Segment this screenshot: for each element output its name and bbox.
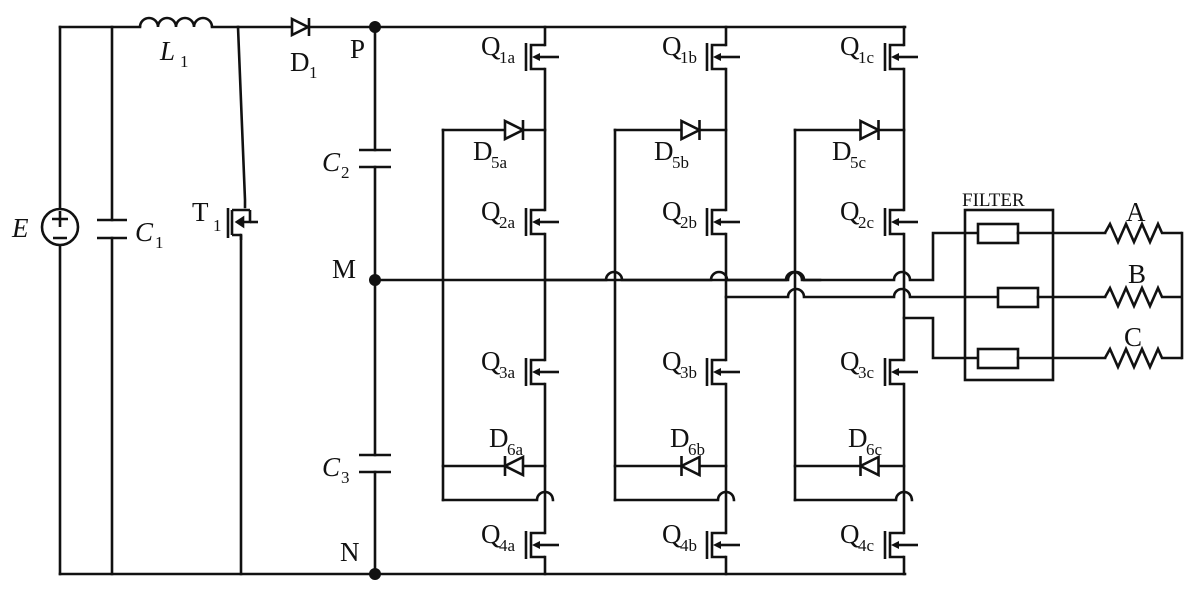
- node-p-dot: [369, 21, 381, 33]
- diode-d6a: [502, 454, 525, 478]
- q2b-subscript: 2b: [680, 213, 697, 232]
- capacitor-c3: C 3: [322, 452, 391, 487]
- q4a-subscript: 4a: [499, 536, 516, 555]
- diode-d5a: [503, 118, 526, 142]
- load-resistor-c: C: [1103, 322, 1182, 371]
- q2a-label: Q: [481, 196, 501, 226]
- d5a-label: D: [473, 136, 493, 166]
- d6b-label: D: [670, 423, 690, 453]
- q2c-label: Q: [840, 196, 860, 226]
- d6a-subscript: 6a: [507, 440, 524, 459]
- d6c-subscript: 6c: [866, 440, 883, 459]
- diode-d6b: [678, 454, 701, 478]
- t1-label: T: [192, 197, 209, 227]
- diode-d1: D 1: [290, 16, 377, 82]
- q1a-subscript: 1a: [499, 48, 516, 67]
- c1-subscript: 1: [155, 233, 164, 252]
- diode-d5c: [859, 118, 882, 142]
- t1-subscript: 1: [213, 216, 222, 235]
- filter-block: FILTER: [962, 190, 1055, 382]
- d1-label: D: [290, 47, 310, 77]
- q4b-label: Q: [662, 519, 682, 549]
- switch-t1: T 1: [192, 25, 258, 576]
- wire-out-a: [543, 231, 980, 282]
- q1c-label: Q: [840, 31, 860, 61]
- c2-label: C: [322, 147, 341, 177]
- load-c-label: C: [1124, 322, 1142, 352]
- input-stage: E C 1 L 1 D 1: [11, 16, 907, 576]
- switch-q1b: [705, 43, 740, 71]
- d5b-subscript: 5b: [672, 153, 689, 172]
- q3b-label: Q: [662, 346, 682, 376]
- q1b-label: Q: [662, 31, 682, 61]
- q2c-subscript: 2c: [858, 213, 875, 232]
- c2-subscript: 2: [341, 163, 350, 182]
- output-wiring: FILTER A B C: [543, 190, 1184, 382]
- q3a-label: Q: [481, 346, 501, 376]
- switch-q4a: [524, 531, 559, 559]
- inverter-legs: Q1aQ2aQ3aQ4aD5aD6aQ1bQ2bQ3bQ4bD5bD6bQ1cQ…: [441, 25, 918, 576]
- q3a-subscript: 3a: [499, 363, 516, 382]
- switch-q4b: [705, 531, 740, 559]
- q3c-label: Q: [840, 346, 860, 376]
- node-n-label: N: [340, 537, 360, 567]
- q4c-subscript: 4c: [858, 536, 875, 555]
- q3b-subscript: 3b: [680, 363, 697, 382]
- l1-subscript: 1: [180, 52, 189, 71]
- inductor-l1: L 1: [138, 16, 294, 71]
- filter-label: FILTER: [962, 190, 1025, 211]
- q1a-label: Q: [481, 31, 501, 61]
- switch-q2b: [705, 208, 740, 236]
- node-n-dot: [369, 568, 381, 580]
- node-p-label: P: [350, 34, 365, 64]
- d6b-subscript: 6b: [688, 440, 705, 459]
- capacitor-c1: C 1: [97, 25, 164, 576]
- load-resistor-a: A: [1103, 197, 1182, 246]
- q4b-subscript: 4b: [680, 536, 697, 555]
- q3c-subscript: 3c: [858, 363, 875, 382]
- dc-link: C 2 C 3 P M N: [322, 21, 907, 580]
- l1-label: L: [159, 36, 175, 66]
- switch-q2c: [883, 208, 918, 236]
- diode-d6c: [857, 454, 880, 478]
- switch-q3b: [705, 358, 740, 386]
- q4c-label: Q: [840, 519, 860, 549]
- q2b-label: Q: [662, 196, 682, 226]
- switch-q1c: [883, 43, 918, 71]
- d6c-label: D: [848, 423, 868, 453]
- d5c-subscript: 5c: [850, 153, 867, 172]
- wire-out-b: [724, 287, 1000, 299]
- c3-label: C: [322, 452, 341, 482]
- source-label: E: [11, 213, 29, 243]
- d5a-subscript: 5a: [491, 153, 508, 172]
- switch-q1a: [524, 43, 559, 71]
- switch-q3a: [524, 358, 559, 386]
- d5c-label: D: [832, 136, 852, 166]
- d5b-label: D: [654, 136, 674, 166]
- dc-source: E: [11, 207, 80, 247]
- c1-label: C: [135, 217, 154, 247]
- diode-d5b: [680, 118, 703, 142]
- d1-subscript: 1: [309, 63, 318, 82]
- wire-out-c: [902, 316, 980, 360]
- switch-q3c: [883, 358, 918, 386]
- d6a-label: D: [489, 423, 509, 453]
- load-b-label: B: [1128, 259, 1146, 289]
- switch-q2a: [524, 208, 559, 236]
- q1c-subscript: 1c: [858, 48, 875, 67]
- q1b-subscript: 1b: [680, 48, 697, 67]
- capacitor-c2: C 2: [322, 147, 391, 182]
- node-m-label: M: [332, 254, 356, 284]
- load-a-label: A: [1126, 197, 1146, 227]
- load-resistor-b: B: [1103, 259, 1182, 310]
- q2a-subscript: 2a: [499, 213, 516, 232]
- q4a-label: Q: [481, 519, 501, 549]
- switch-q4c: [883, 531, 918, 559]
- c3-subscript: 3: [341, 468, 350, 487]
